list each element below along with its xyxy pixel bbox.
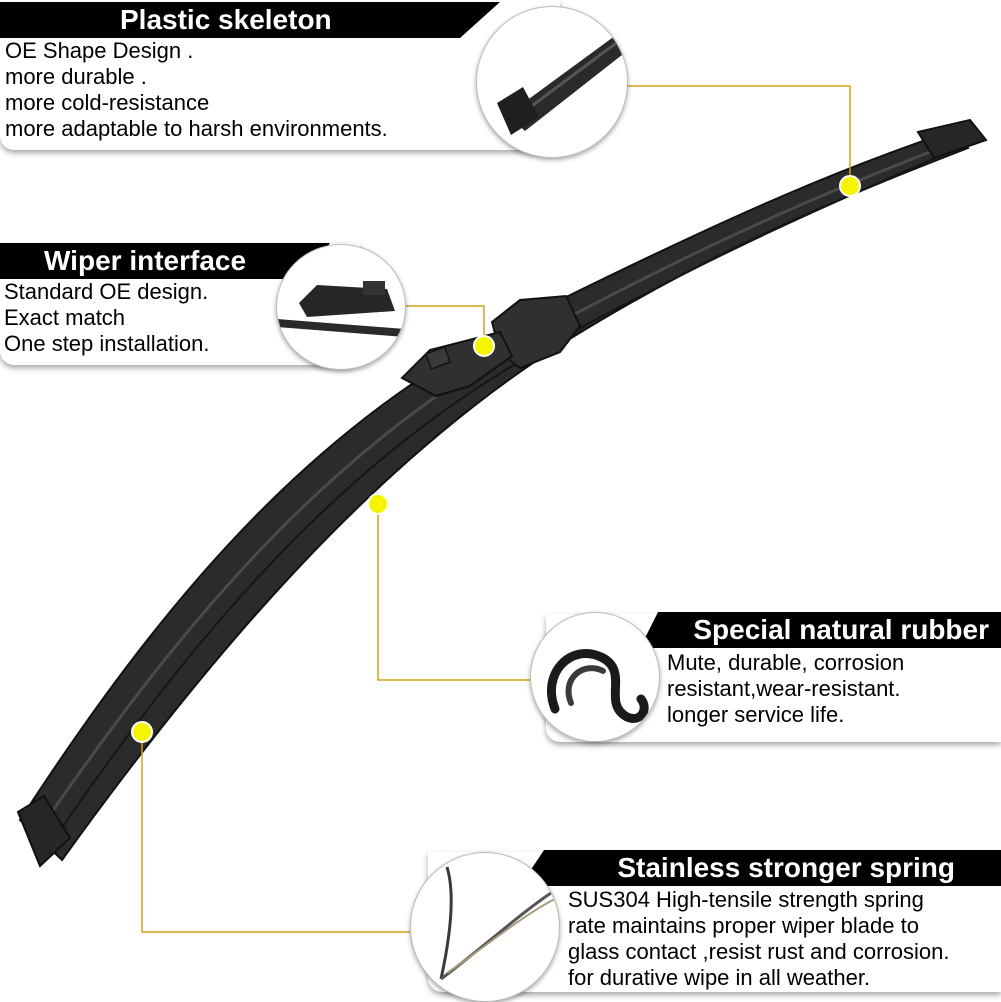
callout-line: One step installation. — [4, 331, 210, 356]
closeup-lens-spring — [410, 852, 560, 1002]
leader-line-spring — [141, 732, 410, 933]
callout-text-plastic-skeleton: OE Shape Design . more durable . more co… — [5, 38, 388, 142]
callout-line: Mute, durable, corrosion — [667, 650, 905, 675]
leader-line-rubber — [377, 504, 530, 681]
callout-line: rate maintains proper wiper blade to — [568, 913, 919, 938]
callout-line: longer service life. — [667, 702, 845, 727]
callout-dot-interface — [473, 335, 495, 357]
callout-dot-spring — [131, 721, 153, 743]
steel-spring-icon — [439, 866, 556, 981]
callout-line: Exact match — [4, 305, 126, 330]
callout-line: resistant,wear-resistant. — [667, 676, 901, 701]
callout-title-natural-rubber: Special natural rubber — [640, 612, 1001, 648]
leader-line-skeleton — [626, 85, 851, 186]
callout-line: for durative wipe in all weather. — [568, 965, 871, 990]
callout-line: more durable . — [5, 64, 147, 89]
callout-title-plastic-skeleton: Plastic skeleton — [0, 2, 500, 38]
closeup-lens-skeleton — [476, 6, 628, 158]
leader-line-interface — [402, 305, 485, 346]
callout-dots — [131, 175, 861, 743]
closeup-lens-rubber — [530, 612, 660, 742]
callout-text-natural-rubber: Mute, durable, corrosion resistant,wear-… — [667, 650, 904, 728]
callout-text-wiper-interface: Standard OE design. Exact match One step… — [4, 279, 209, 357]
callout-line: OE Shape Design . — [5, 38, 194, 63]
callout-line: more cold-resistance — [5, 90, 210, 115]
callout-title-wiper-interface: Wiper interface — [0, 243, 330, 279]
callout-line: more adaptable to harsh environments. — [5, 116, 388, 141]
rubber-strip-icon — [546, 649, 649, 723]
callout-line: Standard OE design. — [4, 279, 209, 304]
blade-end-cap-icon — [497, 27, 627, 135]
closeup-lens-interface — [276, 244, 406, 370]
callout-text-stainless-spring: SUS304 High-tensile strength spring rate… — [568, 887, 950, 991]
wiper-connector-icon — [277, 281, 405, 337]
callout-line: glass contact ,resist rust and corrosion… — [568, 939, 950, 964]
leader-lines — [141, 85, 851, 933]
callout-dot-skeleton — [839, 175, 861, 197]
callout-line: SUS304 High-tensile strength spring — [568, 887, 924, 912]
wiper-blade-icon — [16, 118, 988, 868]
callout-dot-rubber — [367, 493, 389, 515]
callout-title-stainless-spring: Stainless stronger spring — [520, 850, 1001, 886]
